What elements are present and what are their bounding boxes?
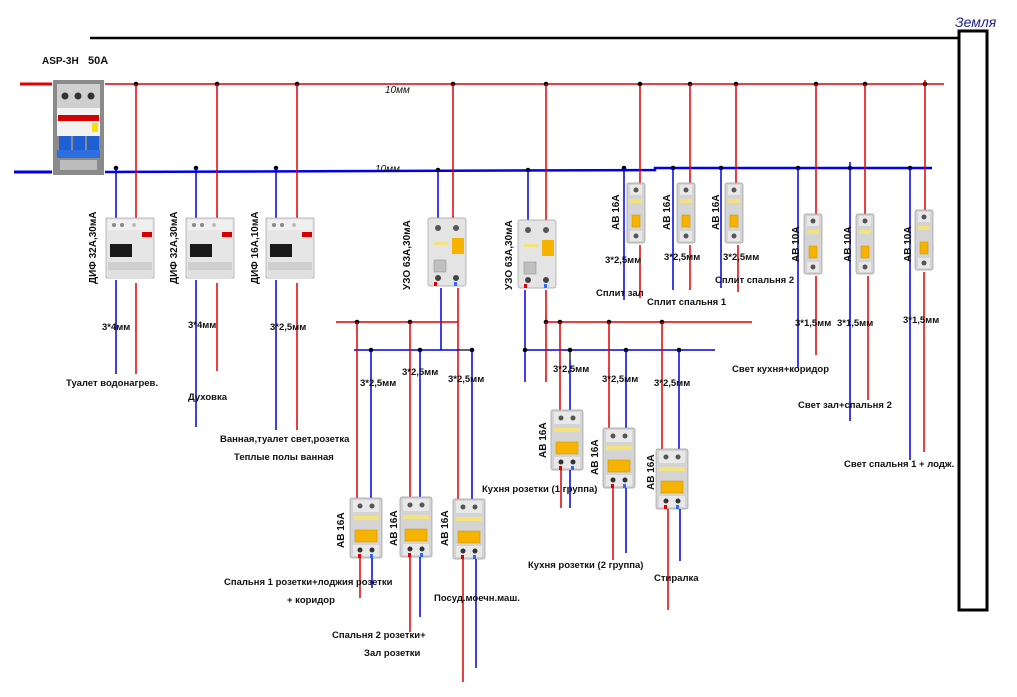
- cable-label: 3*2,5мм: [360, 378, 396, 389]
- load-label: Свет спальня 1 + лодж.: [844, 459, 954, 470]
- group-rcd-2: УЗО 63А,30мА АВ 16А 3*2,5мм Кухня розетк…: [482, 81, 752, 610]
- device-label: ДИФ 32А,30мА: [88, 212, 99, 285]
- device-label: АВ 16А: [662, 194, 673, 230]
- load-label: Свет кухня+коридор: [732, 364, 829, 375]
- load-label: Спальня 2 розетки+: [332, 630, 426, 641]
- device-label: УЗО 63А,30мА: [402, 220, 413, 290]
- load-label: Свет зал+спальня 2: [798, 400, 892, 411]
- device-label: УЗО 63А,30мА: [504, 220, 515, 290]
- load-label: Сплит зал: [596, 288, 644, 299]
- breaker-icon: [914, 209, 934, 271]
- load-label: Теплые полы ванная: [234, 452, 334, 463]
- group-rcd-1: УЗО 63А,30мА АВ 16А 3*2,5мм Спальня 1 ро…: [224, 81, 520, 682]
- load-label: Посуд.моечн.маш.: [434, 593, 520, 604]
- group-split-bedroom-1: АВ 16А 3*2,5мм Сплит спальня 1: [647, 81, 727, 308]
- breaker-icon: [399, 496, 433, 558]
- cable-label: 3*2,5мм: [723, 252, 759, 263]
- load-label: Кухня розетки (1 группа): [482, 484, 597, 495]
- load-label: Ванная,туалет свет,розетка: [220, 434, 350, 445]
- breaker-icon: [550, 409, 584, 471]
- phase-bus: 10мм: [105, 83, 944, 96]
- main-breaker-model: ASP-3H: [42, 56, 79, 67]
- cable-label: 3*2,5мм: [553, 364, 589, 375]
- device-label: АВ 16А: [336, 512, 347, 548]
- group-light-zal: АВ 10А 3*1,5мм Свет зал+спальня 2: [798, 81, 892, 421]
- load-label: + коридор: [287, 595, 335, 606]
- rcd-icon: [427, 217, 467, 287]
- cable-label: 3*2,5мм: [402, 367, 438, 378]
- group-dif-1: ДИФ 32А,30мА 3*4мм Туалет водонагрев.: [66, 81, 158, 389]
- phase-bus-label: 10мм: [385, 85, 410, 96]
- device-label: АВ 16А: [538, 422, 549, 458]
- breaker-icon: [626, 182, 646, 244]
- dif-breaker-icon: [265, 217, 315, 279]
- device-label: АВ 10А: [791, 226, 802, 262]
- cable-label: 3*4мм: [188, 320, 216, 331]
- load-label: Туалет водонагрев.: [66, 378, 158, 389]
- load-label: Сплит спальня 2: [715, 275, 794, 286]
- group-dif-2: ДИФ 32А,30мА 3*4мм Духовка: [169, 81, 235, 427]
- neutral-bus-line: [104, 166, 932, 174]
- device-label: АВ 10А: [903, 226, 914, 262]
- neutral-bus: 10мм: [104, 164, 932, 175]
- load-label: Духовка: [188, 392, 228, 403]
- load-label: Сплит спальня 1: [647, 297, 727, 308]
- cable-label: 3*2,5мм: [664, 252, 700, 263]
- cable-label: 3*2,5мм: [448, 374, 484, 385]
- load-label: Стиралка: [654, 573, 699, 584]
- group-light-bedroom: АВ 10А 3*1,5мм Свет спальня 1 + лодж.: [844, 80, 954, 470]
- breaker-icon: [676, 182, 696, 244]
- main-breaker-icon: [53, 80, 104, 175]
- cable-label: 3*4мм: [102, 322, 130, 333]
- cable-label: 3*2,5мм: [270, 322, 306, 333]
- dif-breaker-icon: [185, 217, 235, 279]
- group-dif-3: ДИФ 16А,10мА 3*2,5мм Ванная,туалет свет,…: [220, 81, 350, 463]
- earth-bus: Земля: [90, 14, 997, 612]
- main-breaker-rating: 50A: [88, 55, 108, 67]
- cable-label: 3*1,5мм: [903, 315, 939, 326]
- group-light-kitchen: АВ 10А 3*1,5мм Свет кухня+коридор: [732, 81, 831, 375]
- cable-label: 3*2,5мм: [605, 255, 641, 266]
- breaker-icon: [602, 427, 636, 489]
- breaker-icon: [855, 213, 875, 275]
- device-label: ДИФ 32А,30мА: [169, 212, 180, 285]
- cable-label: 3*1,5мм: [837, 318, 873, 329]
- device-label: АВ 16А: [646, 454, 657, 490]
- device-label: АВ 16А: [611, 194, 622, 230]
- load-label: Кухня розетки (2 группа): [528, 560, 643, 571]
- cable-label: 3*2,5мм: [602, 374, 638, 385]
- group-split-zal: АВ 16А 3*2,5мм Сплит зал: [596, 81, 646, 300]
- load-label: Зал розетки: [364, 648, 421, 659]
- cable-label: 3*2,5мм: [654, 378, 690, 389]
- breaker-icon: [655, 448, 689, 510]
- device-label: АВ 16А: [711, 194, 722, 230]
- neutral-bus-label: 10мм: [375, 164, 400, 175]
- device-label: ДИФ 16А,10мА: [250, 212, 261, 285]
- cable-label: 3*1,5мм: [795, 318, 831, 329]
- device-label: АВ 10А: [843, 226, 854, 262]
- breaker-icon: [452, 498, 486, 560]
- earth-busbar: [957, 29, 989, 612]
- load-label: Спальня 1 розетки+лоджия розетки: [224, 577, 393, 588]
- breaker-icon: [349, 497, 383, 559]
- breaker-icon: [724, 182, 744, 244]
- device-label: АВ 16А: [590, 439, 601, 475]
- rcd-icon: [517, 219, 557, 289]
- device-label: АВ 16А: [440, 510, 451, 546]
- dif-breaker-icon: [105, 217, 155, 279]
- breaker-icon: [803, 213, 823, 275]
- main-breaker: ASP-3H 50A: [14, 55, 108, 175]
- group-split-bedroom-2: АВ 16А 3*2,5мм Сплит спальня 2: [711, 81, 794, 292]
- earth-label: Земля: [955, 14, 997, 30]
- device-label: АВ 16А: [389, 510, 400, 546]
